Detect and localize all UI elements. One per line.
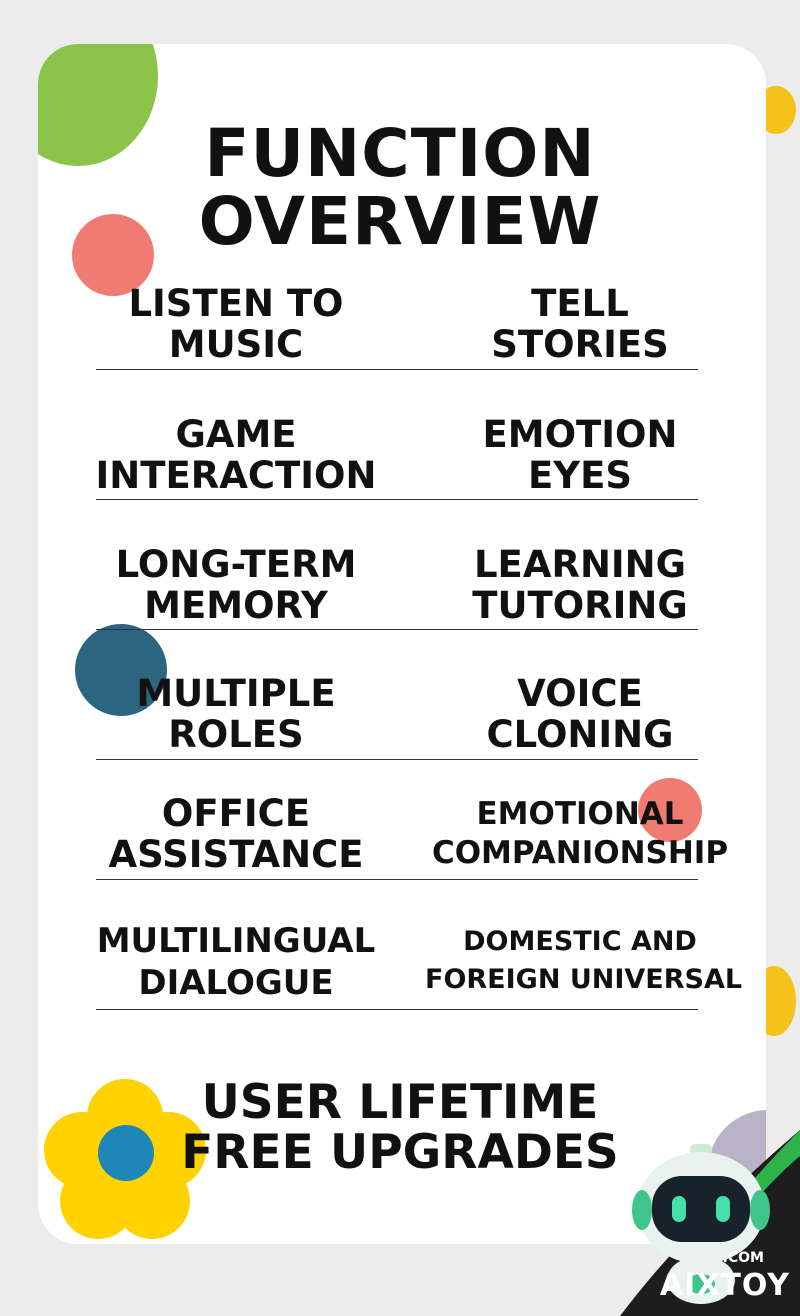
page-title: FUNCTION OVERVIEW <box>198 115 602 260</box>
feature-learning-tutoring: LEARNING TUTORING <box>472 543 688 627</box>
footer-tagline: USER LIFETIME FREE UPGRADES <box>181 1075 619 1180</box>
feature-domestic-foreign-universal: DOMESTIC AND FOREIGN UNIVERSAL <box>425 926 743 995</box>
coral-dot-right <box>638 778 702 842</box>
brand-domain-suffix: .COM <box>722 1250 764 1266</box>
feature-listen-to-music: LISTEN TO MUSIC <box>128 282 344 366</box>
robot-mascot-icon <box>632 1144 770 1304</box>
feature-long-term-memory: LONG-TERM MEMORY <box>115 543 357 627</box>
feature-multilingual-dialogue: MULTILINGUAL DIALOGUE <box>96 921 376 1003</box>
row-divider <box>96 879 698 880</box>
row-divider <box>96 369 698 370</box>
feature-tell-stories: TELL STORIES <box>491 282 669 366</box>
coral-dot-top <box>72 214 154 296</box>
brand-name: AIXTOY <box>659 1268 790 1303</box>
row-divider <box>96 759 698 760</box>
feature-office-assistance: OFFICE ASSISTANCE <box>108 792 364 876</box>
feature-game-interaction: GAME INTERACTION <box>95 413 377 497</box>
row-divider <box>96 1009 698 1010</box>
row-divider <box>96 629 698 630</box>
feature-emotion-eyes: EMOTION EYES <box>482 413 678 497</box>
feature-multiple-roles: MULTIPLE ROLES <box>136 672 336 756</box>
feature-emotional-companionship: EMOTIONAL COMPANIONSHIP <box>431 796 729 871</box>
teal-dot <box>75 624 167 716</box>
flower-icon <box>44 1079 206 1239</box>
row-divider <box>96 499 698 500</box>
feature-voice-cloning: VOICE CLONING <box>486 672 674 756</box>
